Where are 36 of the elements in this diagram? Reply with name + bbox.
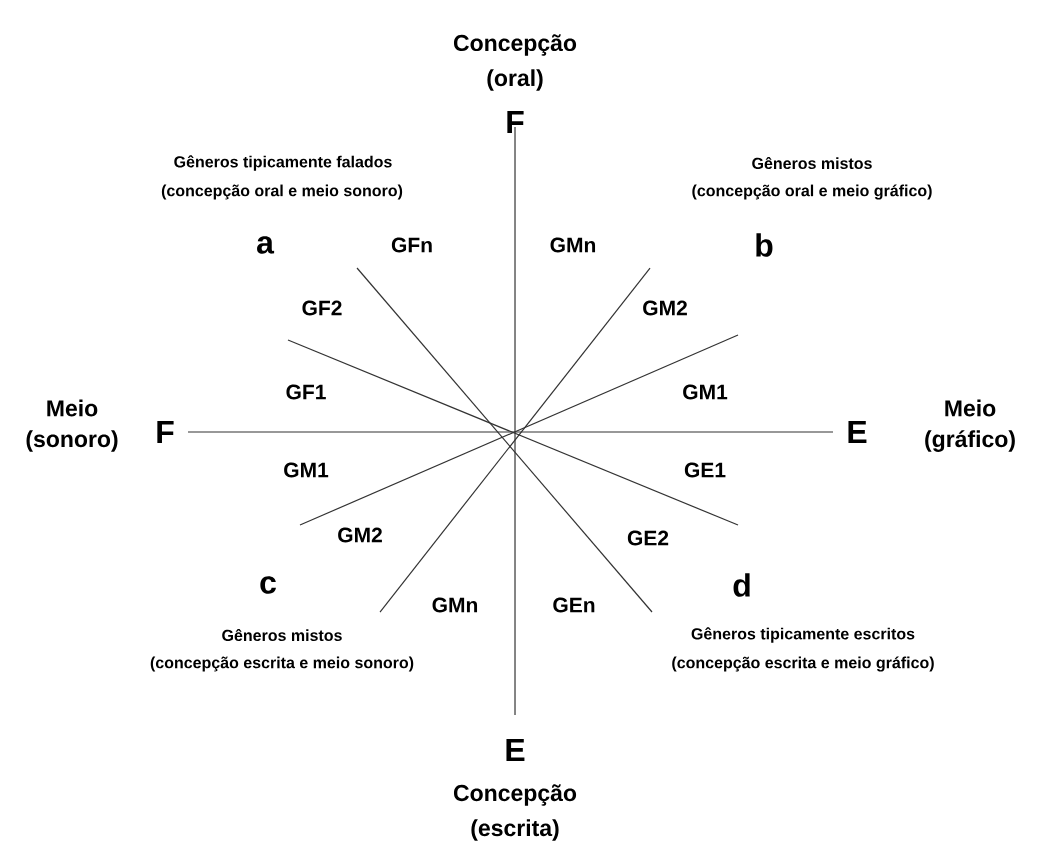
axis-label: GM1 — [683, 384, 728, 400]
axis-label: GFn — [391, 237, 432, 253]
axis-label: E — [848, 421, 867, 443]
axis-label: Gêneros tipicamente falados — [174, 155, 392, 171]
axis-label: GMn — [432, 597, 478, 613]
axis-label: (concepção oral e meio sonoro) — [161, 184, 403, 200]
axis-label: GMn — [550, 237, 596, 253]
axis-label: GF1 — [286, 384, 326, 400]
axis-label: Gêneros tipicamente escritos — [691, 627, 915, 643]
axis-label: GE1 — [684, 462, 726, 478]
axis-label: GM2 — [643, 300, 687, 316]
axis-label: Meio — [47, 399, 98, 417]
axis-label: GE2 — [627, 530, 669, 546]
axis-label: c — [260, 576, 276, 594]
axis-label: (gráfico) — [925, 430, 1015, 452]
axis-label: GM2 — [338, 527, 382, 543]
axis-label: GM1 — [284, 462, 329, 478]
axis-label: (concepção oral e meio gráfico) — [692, 184, 932, 200]
axis-label: (oral) — [487, 69, 543, 91]
axis-label: d — [733, 573, 750, 597]
axis-label: Gêneros mistos — [222, 628, 342, 642]
axis-label: GEn — [553, 597, 595, 613]
axis-label: F — [507, 111, 524, 133]
axis-label: Concepção — [453, 34, 577, 56]
axis-label: a — [257, 236, 275, 254]
axis-label: (concepção escrita e meio sonoro) — [150, 656, 414, 672]
axis-label: (escrita) — [471, 819, 559, 841]
axis-label: Meio — [945, 399, 996, 417]
axis-label: (concepção escrita e meio gráfico) — [672, 656, 934, 672]
axis-label: GF2 — [302, 300, 342, 316]
axis-label: Concepção — [453, 784, 577, 806]
axis-label: F — [157, 421, 174, 443]
axis-label: E — [506, 739, 525, 761]
axis-label: Gêneros mistos — [752, 156, 872, 170]
axis-label: (sonoro) — [26, 430, 118, 452]
axis-label: b — [756, 233, 773, 257]
